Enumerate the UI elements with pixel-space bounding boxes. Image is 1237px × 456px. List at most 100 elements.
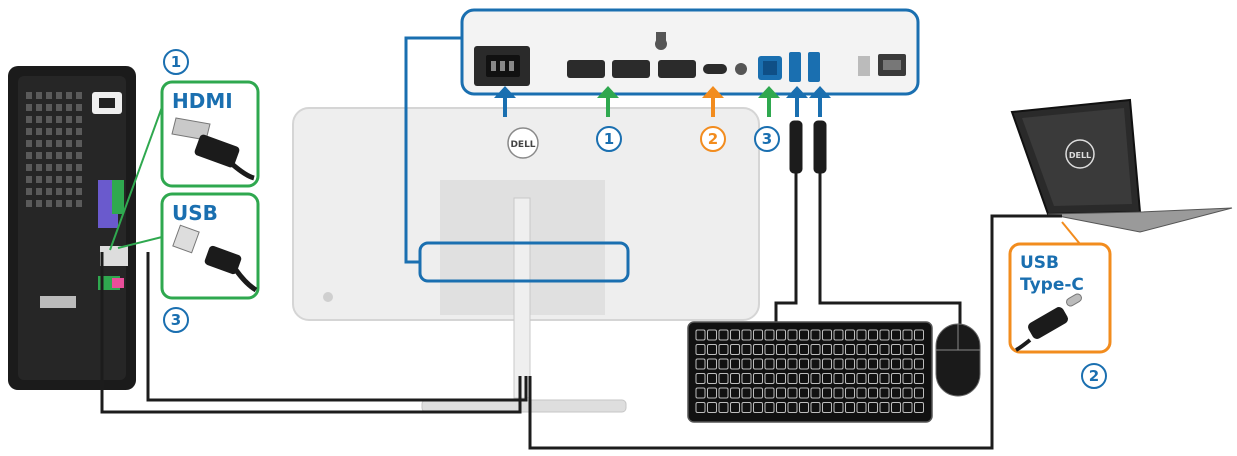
keyboard-key <box>833 402 844 413</box>
tower-vent <box>46 140 52 147</box>
keyboard-key <box>787 373 798 384</box>
keyboard-key <box>856 344 867 355</box>
keyboard-key <box>776 358 786 370</box>
keyboard-key <box>707 344 717 355</box>
tower-vent <box>66 104 72 111</box>
usb-callout: USB 3 <box>160 192 260 333</box>
tower-vent <box>26 128 32 135</box>
tower-vent <box>66 92 72 99</box>
port-marker-1-number: 1 <box>604 130 614 148</box>
tower-vent <box>26 104 32 111</box>
port-marker-1: 1 <box>596 126 622 152</box>
keyboard-key <box>799 344 809 355</box>
keyboard-key <box>810 329 821 341</box>
tower-vent <box>56 176 62 183</box>
keyboard-key <box>891 402 901 413</box>
monitor-dell-logo: DELL <box>507 127 539 159</box>
usb-callout-number: 3 <box>171 311 181 329</box>
tower-vent <box>36 176 42 183</box>
keyboard-key <box>879 344 890 355</box>
usbc-callout-line1: USB <box>1020 253 1059 273</box>
laptop-logo-text: DELL <box>1069 151 1091 160</box>
keyboard-key <box>764 344 775 355</box>
tower-vent <box>66 176 72 183</box>
tower-vent <box>56 140 62 147</box>
tower-vent <box>56 164 62 171</box>
keyboard-key <box>707 358 717 370</box>
tower-vent <box>66 188 72 195</box>
keyboard-key <box>868 373 878 384</box>
keyboard-key <box>902 373 913 384</box>
keyboard-key <box>902 402 913 413</box>
keyboard-key <box>753 402 763 413</box>
keyboard-key <box>902 358 913 370</box>
tower-vent <box>56 188 62 195</box>
tower-vent <box>66 152 72 159</box>
keyboard-key <box>810 402 821 413</box>
keyboard-key <box>856 373 867 384</box>
hdmi-callout: 1 HDMI <box>160 49 260 188</box>
keyboard-key <box>868 329 878 341</box>
keyboard-key <box>787 329 798 341</box>
tower-vent <box>46 176 52 183</box>
tower-vent <box>46 116 52 123</box>
monitor-back: DELL <box>292 107 760 413</box>
keyboard-key <box>695 387 706 399</box>
keyboard-key <box>799 358 809 370</box>
keyboard-key <box>891 387 901 399</box>
keyboard-key <box>902 329 913 341</box>
tower-vent <box>46 164 52 171</box>
keyboard-key <box>914 373 924 384</box>
keyboard-key <box>707 329 717 341</box>
stand-cable-management-box <box>418 241 630 283</box>
tower-vent <box>46 128 52 135</box>
port-marker-3-number: 3 <box>762 130 772 148</box>
keyboard-key <box>776 344 786 355</box>
tower-vent <box>36 140 42 147</box>
keyboard-key <box>856 329 867 341</box>
tower-vent <box>26 200 32 207</box>
keyboard-key <box>730 344 740 355</box>
peripheral-cables <box>774 120 962 324</box>
tower-vent <box>26 92 32 99</box>
keyboard-key <box>845 329 855 341</box>
keyboard-key <box>764 373 775 384</box>
keyboard-key <box>879 373 890 384</box>
monitor-logo-text: DELL <box>510 140 535 150</box>
keyboard-key <box>707 402 717 413</box>
keyboard-key <box>776 402 786 413</box>
keyboard-key <box>868 344 878 355</box>
tower-vent <box>66 140 72 147</box>
port-marker-3: 3 <box>754 126 780 152</box>
tower-vent <box>26 176 32 183</box>
tower-vent <box>56 128 62 135</box>
tower-vent <box>46 92 52 99</box>
usb-b-port-icon <box>758 56 782 80</box>
keyboard-key <box>879 358 890 370</box>
usbc-callout-line2: Type-C <box>1020 275 1084 295</box>
tower-vent <box>46 152 52 159</box>
keyboard-key <box>914 329 924 341</box>
keyboard-icon <box>687 321 933 423</box>
tower-vent <box>36 116 42 123</box>
keyboard-key <box>753 344 763 355</box>
tower-vent <box>26 164 32 171</box>
hdmi-plug-icon <box>171 117 255 181</box>
keyboard-key <box>914 358 924 370</box>
keyboard-key <box>776 329 786 341</box>
tower-vent <box>26 152 32 159</box>
keyboard-key <box>810 387 821 399</box>
hdmi-callout-number: 1 <box>171 53 181 71</box>
usbc-callout-number: 2 <box>1089 367 1099 385</box>
tower-vent <box>36 104 42 111</box>
keyboard-key <box>695 329 706 341</box>
keyboard-key <box>741 358 752 370</box>
tower-vent <box>66 200 72 207</box>
keyboard-key <box>833 329 844 341</box>
keyboard-key <box>845 373 855 384</box>
usb-a-port-icon <box>789 52 820 82</box>
tower-vent <box>36 152 42 159</box>
tower-vent <box>76 92 82 99</box>
keyboard-key <box>799 329 809 341</box>
usb-c-port-icon <box>703 64 727 74</box>
